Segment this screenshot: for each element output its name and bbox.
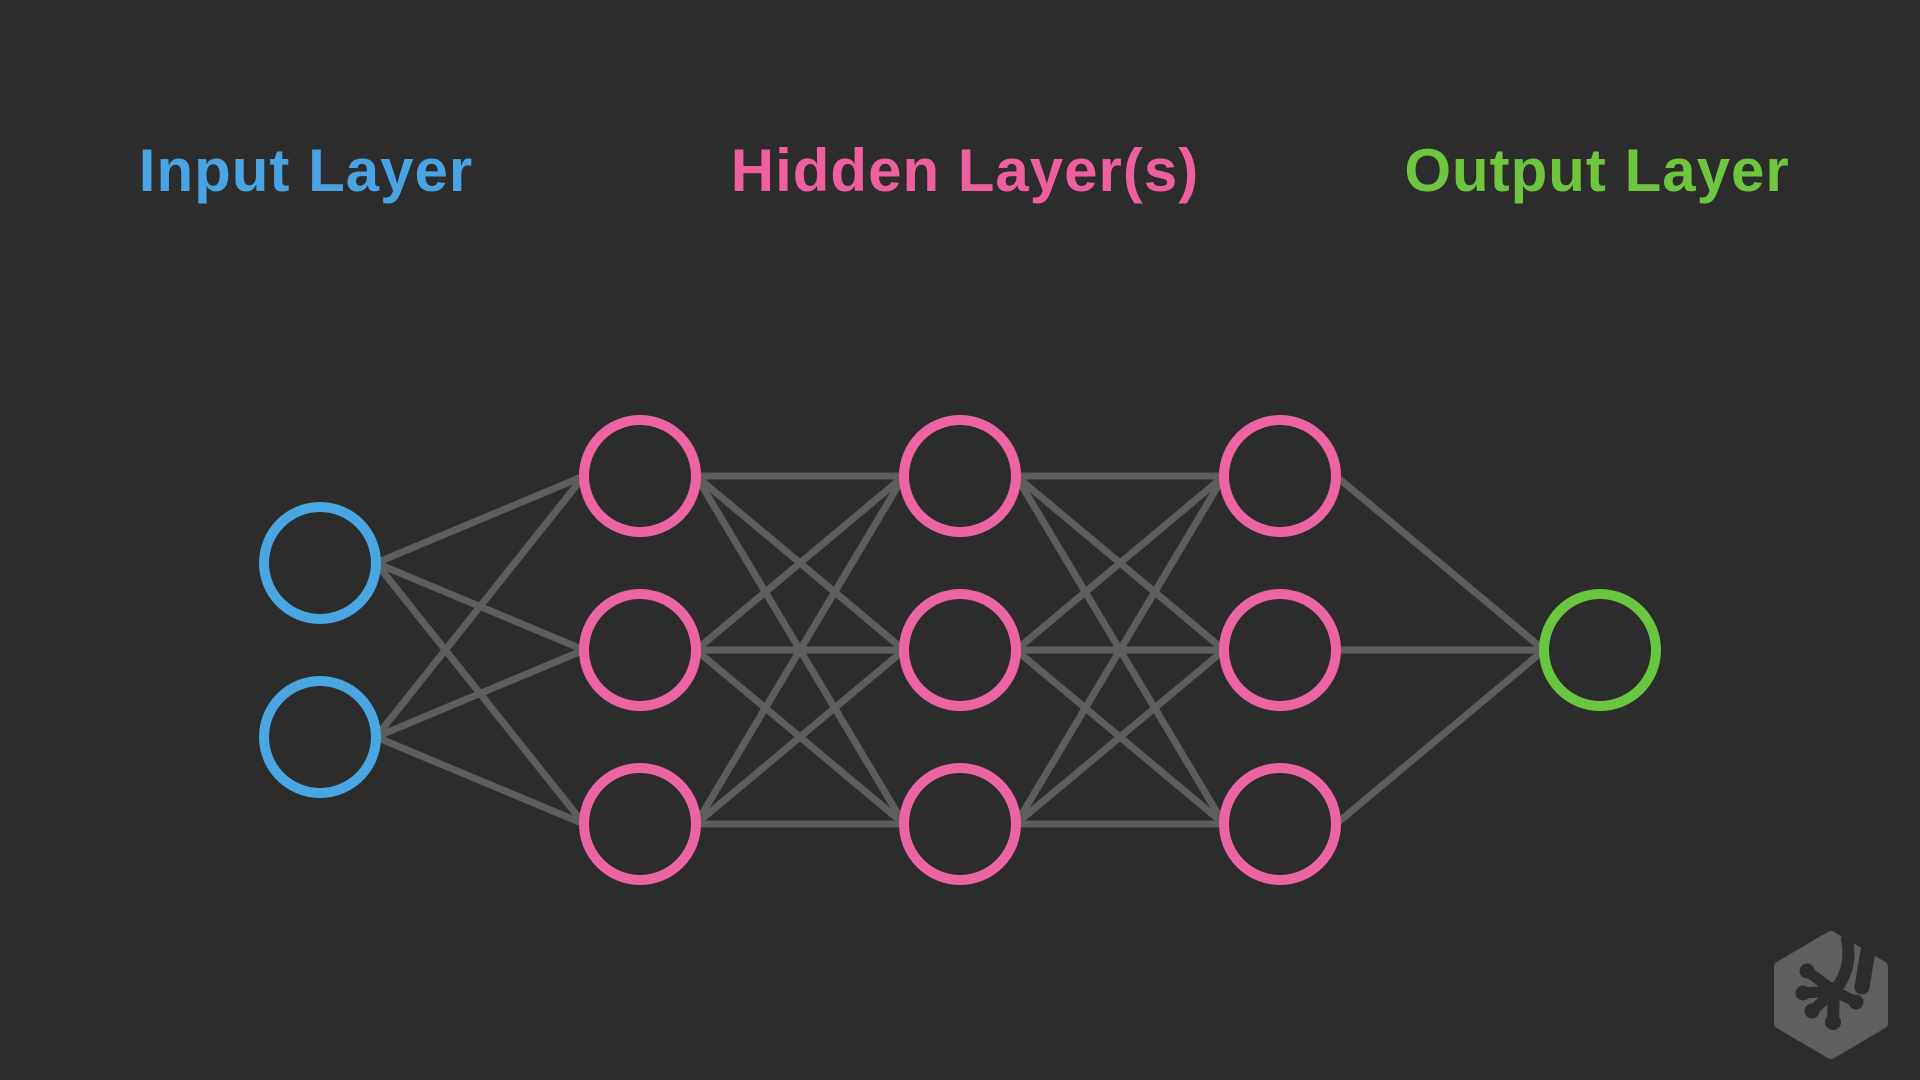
edge-input-layer-2-to-hidden-layer-1-1	[373, 473, 587, 740]
edge-hidden-layer-3-3-to-output-layer-1	[1333, 647, 1547, 827]
hidden-layer-3-node-1	[1219, 415, 1341, 537]
edge-hidden-layer-2-3-to-hidden-layer-3-2	[1013, 647, 1227, 827]
edge-input-layer-2-to-hidden-layer-1-2	[374, 646, 586, 741]
hidden-layer-3-node-2	[1219, 589, 1341, 711]
input-layer-node-1	[259, 502, 381, 624]
hidden-layer-3-node-3	[1219, 763, 1341, 885]
logo-branch-tips	[1795, 963, 1864, 1030]
edge-hidden-layer-2-3-to-hidden-layer-3-1	[1012, 474, 1228, 826]
output-layer-node-1	[1539, 589, 1661, 711]
hidden-layer-1-node-2	[579, 589, 701, 711]
nodes	[259, 415, 1661, 885]
edge-hidden-layer-2-2-to-hidden-layer-3-1	[1013, 473, 1227, 653]
hidden-layer-title: Hidden Layer(s)	[730, 137, 1200, 204]
input-layer-title: Input Layer	[138, 137, 474, 204]
hidden-layer-2-node-1	[899, 415, 1021, 537]
edge-hidden-layer-1-3-to-hidden-layer-2-2	[693, 647, 907, 827]
input-layer-node-2	[259, 676, 381, 798]
edge-hidden-layer-1-2-to-hidden-layer-2-1	[693, 473, 907, 653]
edges	[373, 472, 1547, 828]
hidden-layer-1-node-1	[579, 415, 701, 537]
edge-hidden-layer-1-3-to-hidden-layer-2-1	[692, 474, 908, 826]
edge-input-layer-2-to-hidden-layer-1-3	[374, 733, 586, 828]
output-layer-title: Output Layer	[1404, 137, 1790, 204]
hidden-layer-2-node-2	[899, 589, 1021, 711]
hidden-layer-2-node-3	[899, 763, 1021, 885]
edge-input-layer-1-to-hidden-layer-1-1	[374, 472, 586, 567]
treehouse-logo-icon	[1774, 931, 1888, 1059]
edge-hidden-layer-3-1-to-output-layer-1	[1333, 473, 1547, 653]
hidden-layer-1-node-3	[579, 763, 701, 885]
